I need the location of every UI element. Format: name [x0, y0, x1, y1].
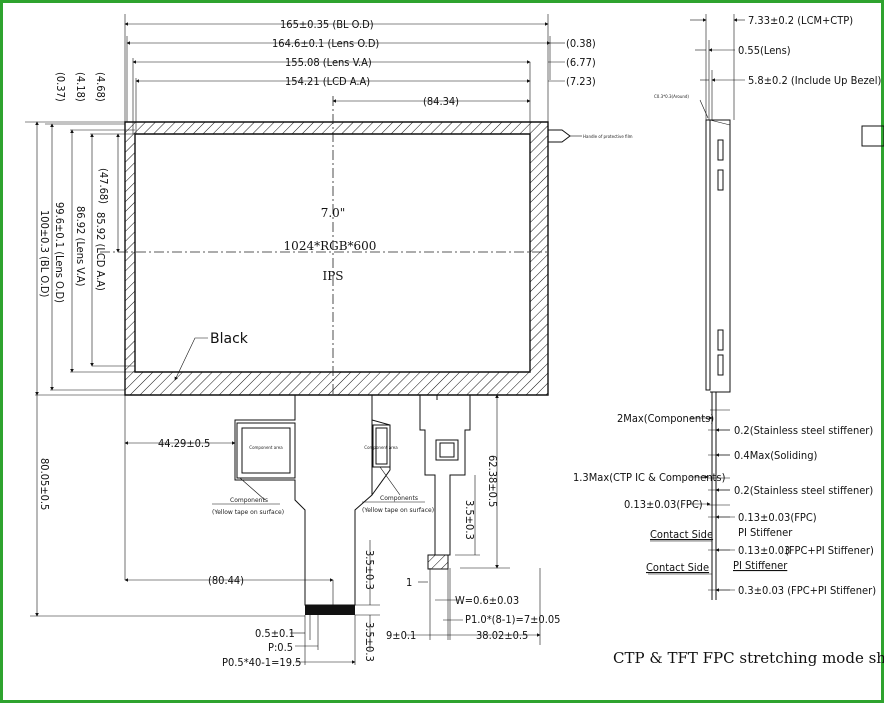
- dim-v-037: (0.37): [54, 72, 67, 102]
- side-013b: 0.13±0.03(FPC): [738, 511, 817, 524]
- side-13max: 1.3Max(CTP IC & Components): [573, 471, 726, 484]
- side-03: 0.3±0.03 (FPC+PI Stiffener): [738, 584, 876, 597]
- side-58: 5.8±0.2 (Include Up Bezel): [748, 74, 882, 87]
- dim-lens-va: 155.08 (Lens V.A): [285, 56, 372, 69]
- chip-label-1: Component area: [249, 445, 283, 450]
- dim-9: 9±0.1: [386, 629, 416, 642]
- dim-p05: P:0.5: [268, 641, 293, 654]
- contact-side-2: Contact Side: [646, 561, 709, 574]
- dim-v-418: (4.18): [74, 72, 87, 102]
- dim-p1: P1.0*(8-1)=7±0.05: [465, 613, 560, 626]
- components-label-1: Components: [230, 497, 268, 504]
- top-dimensions: [124, 14, 565, 134]
- fpc-ctp: [419, 395, 471, 570]
- dim-v-lens-od: 99.6±0.1 (Lens O.D): [53, 202, 66, 303]
- side-733: 7.33±0.2 (LCM+CTP): [748, 14, 853, 27]
- handle-label: Handle of protective film: [583, 134, 633, 139]
- left-dimensions: [25, 121, 305, 617]
- contact-side-1: Contact Side: [650, 528, 713, 541]
- drawing-caption: CTP & TFT FPC stretching mode shipment: [613, 649, 884, 667]
- side-c03: C0.3*0.3(Around): [654, 94, 689, 99]
- dim-lens-od: 164.6±0.1 (Lens O.D): [272, 37, 379, 50]
- components-sub-2: (Yellow tape on surface): [362, 507, 434, 514]
- dim-35a: 3.5±0.3: [463, 500, 476, 540]
- dim-8044: (80.44): [208, 574, 244, 587]
- components-sub-1: (Yellow tape on surface): [212, 509, 284, 516]
- side-2max: 2Max(Components): [617, 412, 714, 425]
- chip-label-2: Component area: [364, 445, 398, 450]
- dim-v-lens-va: 86.92 (Lens V.A): [74, 206, 87, 287]
- dim-v-468: (4.68): [94, 72, 107, 102]
- panel-size: 7.0": [321, 206, 346, 220]
- dim-677: (6.77): [566, 56, 596, 69]
- side-02b: 0.2(Stainless steel stiffener): [734, 484, 873, 497]
- fpc-dimensions: [124, 394, 541, 665]
- side-04max: 0.4Max(Soliding): [734, 449, 817, 462]
- dim-p05x: P0.5*40-1=19.5: [222, 656, 301, 669]
- dim-bl-od: 165±0.35 (BL O.D): [280, 18, 374, 31]
- dim-center-offset: (84.34): [423, 95, 459, 108]
- dim-v-4768: (47.68): [97, 168, 110, 204]
- dim-w: W=0.6±0.03: [455, 594, 519, 607]
- dim-lcd-aa: 154.21 (LCD A.A): [285, 75, 370, 88]
- fpc-tft: Component area Component area: [234, 395, 398, 615]
- side-013c: 0.13±0.03: [738, 544, 790, 557]
- panel-type: IPS: [322, 269, 343, 283]
- pi-stiffener-1: PI Stiffener: [738, 526, 793, 539]
- dim-v-bl-od: 100±0.3 (BL O.D): [38, 210, 51, 297]
- dim-038: (0.38): [566, 37, 596, 50]
- components-label-2: Components: [380, 495, 418, 502]
- pi-stiffener-2: PI Stiffener: [733, 559, 788, 572]
- dim-35b: 3.5±0.3: [363, 550, 376, 590]
- dim-35c: 3.5±0.3: [363, 622, 376, 662]
- black-label: Black: [210, 331, 249, 347]
- side-013a: 0.13±0.03(FPC): [624, 498, 703, 511]
- dim-v-8005: 80.05±0.5: [38, 458, 51, 510]
- side-055: 0.55(Lens): [738, 44, 791, 57]
- side-view: [648, 14, 884, 600]
- dim-3802: 38.02±0.5: [476, 629, 528, 642]
- side-013c-note: (FPC+PI Stiffener): [785, 544, 874, 557]
- film-handle: [548, 129, 571, 143]
- panel-resolution: 1024*RGB*600: [284, 239, 377, 253]
- dim-6238: 62.38±0.5: [486, 455, 499, 507]
- dim-v-lcd-aa: 85.92 (LCD A.A): [94, 212, 107, 291]
- lcm-outline: [124, 121, 549, 396]
- dim-4429: 44.29±0.5: [158, 437, 210, 450]
- dim-05: 0.5±0.1: [255, 627, 295, 640]
- dim-723: (7.23): [566, 75, 596, 88]
- side-02a: 0.2(Stainless steel stiffener): [734, 424, 873, 437]
- dim-1: 1: [406, 576, 412, 589]
